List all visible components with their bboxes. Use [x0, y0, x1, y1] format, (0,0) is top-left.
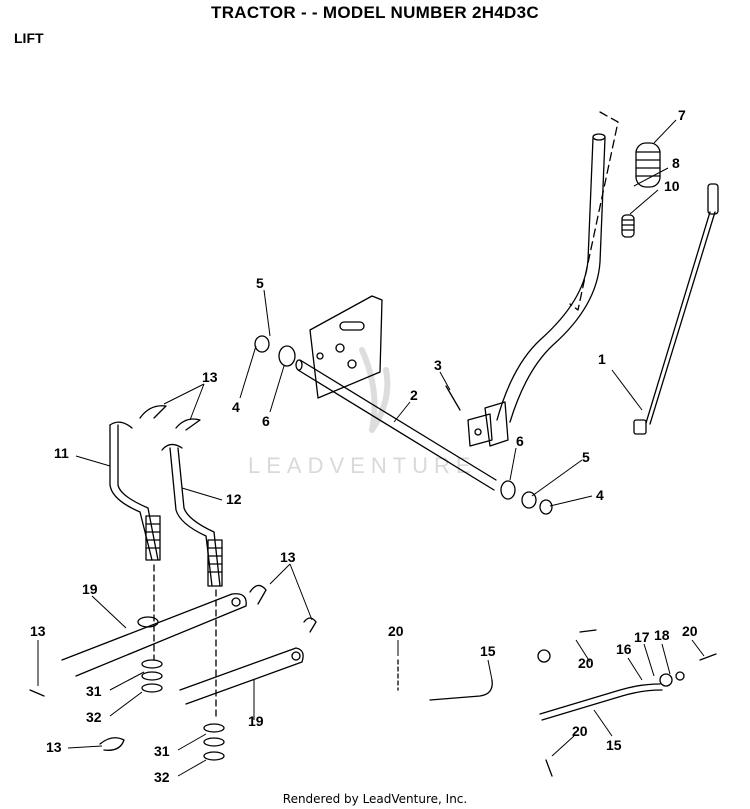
leader-lines [37, 119, 705, 777]
handle-grip [635, 142, 661, 188]
lift-arm-upper [61, 593, 247, 677]
callout-labels: 7 8 10 5 4 6 3 2 1 13 11 12 6 5 4 13 19 … [30, 107, 698, 785]
callout-20: 20 [682, 623, 698, 639]
callout-31: 31 [86, 683, 102, 699]
callout-2: 2 [410, 387, 418, 403]
pin [445, 385, 461, 411]
callout-13: 13 [30, 623, 46, 639]
bushing-right [500, 480, 553, 515]
lift-link-right [161, 443, 223, 587]
callout-13: 13 [202, 369, 218, 385]
callout-5: 5 [582, 449, 590, 465]
callout-18: 18 [654, 627, 670, 643]
callout-15: 15 [480, 643, 496, 659]
callout-17: 17 [634, 629, 650, 645]
lift-arm-lower [179, 647, 304, 705]
callout-20: 20 [572, 723, 588, 739]
deck-rod [429, 679, 663, 721]
callout-11: 11 [54, 445, 69, 461]
clip [249, 584, 267, 605]
callout-12: 12 [226, 491, 242, 507]
callout-5: 5 [256, 275, 264, 291]
callout-6: 6 [516, 433, 524, 449]
lift-lever [467, 133, 606, 447]
callout-15: 15 [606, 737, 622, 753]
washer-stack-left [141, 659, 163, 693]
callout-20: 20 [388, 623, 404, 639]
callout-19: 19 [82, 581, 98, 597]
callout-19: 19 [248, 713, 264, 729]
frame-bracket [309, 295, 383, 399]
lift-shaft [295, 359, 497, 491]
callout-3: 3 [434, 357, 442, 373]
callout-7: 7 [678, 107, 686, 123]
callout-4: 4 [596, 487, 604, 503]
callout-32: 32 [154, 769, 170, 785]
clip [303, 617, 317, 633]
callout-16: 16 [616, 641, 632, 657]
watermark-logo [359, 347, 391, 433]
callout-1: 1 [598, 351, 606, 367]
hairpin-clip [139, 405, 201, 431]
callout-6: 6 [262, 413, 270, 429]
spring [621, 214, 635, 238]
guide-dashes [569, 111, 619, 311]
callout-10: 10 [664, 178, 680, 194]
page-title: TRACTOR - - MODEL NUMBER 2H4D3C [211, 3, 539, 22]
callout-32: 32 [86, 709, 102, 725]
clip [99, 737, 125, 751]
footer-credit: Rendered by LeadVenture, Inc. [282, 792, 468, 806]
lift-link-left [109, 421, 161, 561]
callout-8: 8 [672, 155, 680, 171]
lift-rod [633, 183, 719, 435]
clip [29, 689, 45, 697]
callout-13: 13 [280, 549, 296, 565]
washer-stack-right [203, 723, 225, 761]
callout-31: 31 [154, 743, 170, 759]
section-title: LIFT [14, 30, 44, 46]
callout-4: 4 [232, 399, 240, 415]
bushing-left [254, 335, 296, 367]
watermark-text: LEADVENTURE [248, 453, 477, 478]
callout-13: 13 [46, 739, 62, 755]
callout-20: 20 [578, 655, 594, 671]
fittings [397, 629, 717, 777]
